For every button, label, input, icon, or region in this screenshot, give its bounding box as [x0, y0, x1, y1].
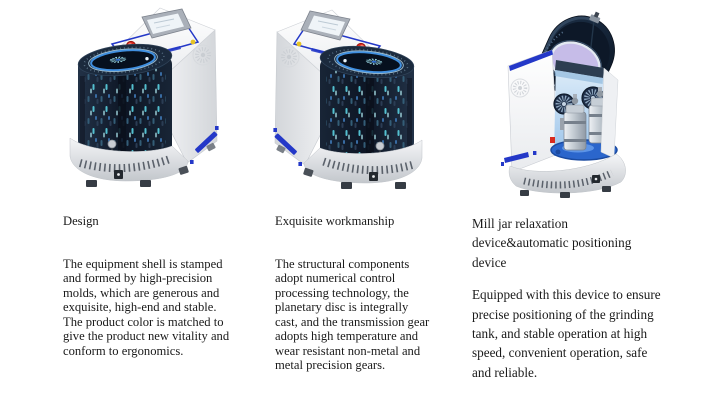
foot — [602, 186, 611, 192]
foot — [560, 192, 570, 198]
grinding-jar — [560, 94, 587, 151]
feature-jar-device: Mill jar relaxation device&automatic pos… — [472, 214, 704, 382]
left-vent-icon — [510, 78, 530, 98]
feature-description: Equipped with this device to ensure prec… — [472, 287, 661, 380]
feature-heading: Exquisite workmanship — [275, 214, 395, 228]
product-image-planetary-mill-closed-left — [60, 6, 220, 190]
base-vent-slats — [523, 169, 614, 189]
feature-workmanship: Exquisite workmanship The structural com… — [275, 214, 471, 373]
accent-mark — [533, 151, 537, 155]
feature-design: Design The equipment shell is stamped an… — [63, 214, 275, 358]
product-image-planetary-mill-closed-right — [272, 8, 432, 192]
product-image-planetary-mill-open-lid — [501, 11, 626, 198]
machine-base — [508, 153, 626, 194]
lid-latch — [589, 14, 601, 24]
foot — [520, 190, 529, 196]
accent-strip — [509, 50, 553, 71]
accent-mark — [501, 162, 504, 166]
feature-description: The structural components adopt numerica… — [275, 256, 430, 373]
feature-heading: Design — [63, 214, 99, 228]
right-frame — [600, 67, 619, 159]
emergency-stop-button — [550, 137, 555, 143]
accent-strip — [504, 152, 529, 163]
grinding-chamber — [550, 60, 618, 161]
feature-description: The equipment shell is stamped and forme… — [63, 256, 230, 358]
feature-heading: Mill jar relaxation device&automatic pos… — [472, 216, 632, 270]
